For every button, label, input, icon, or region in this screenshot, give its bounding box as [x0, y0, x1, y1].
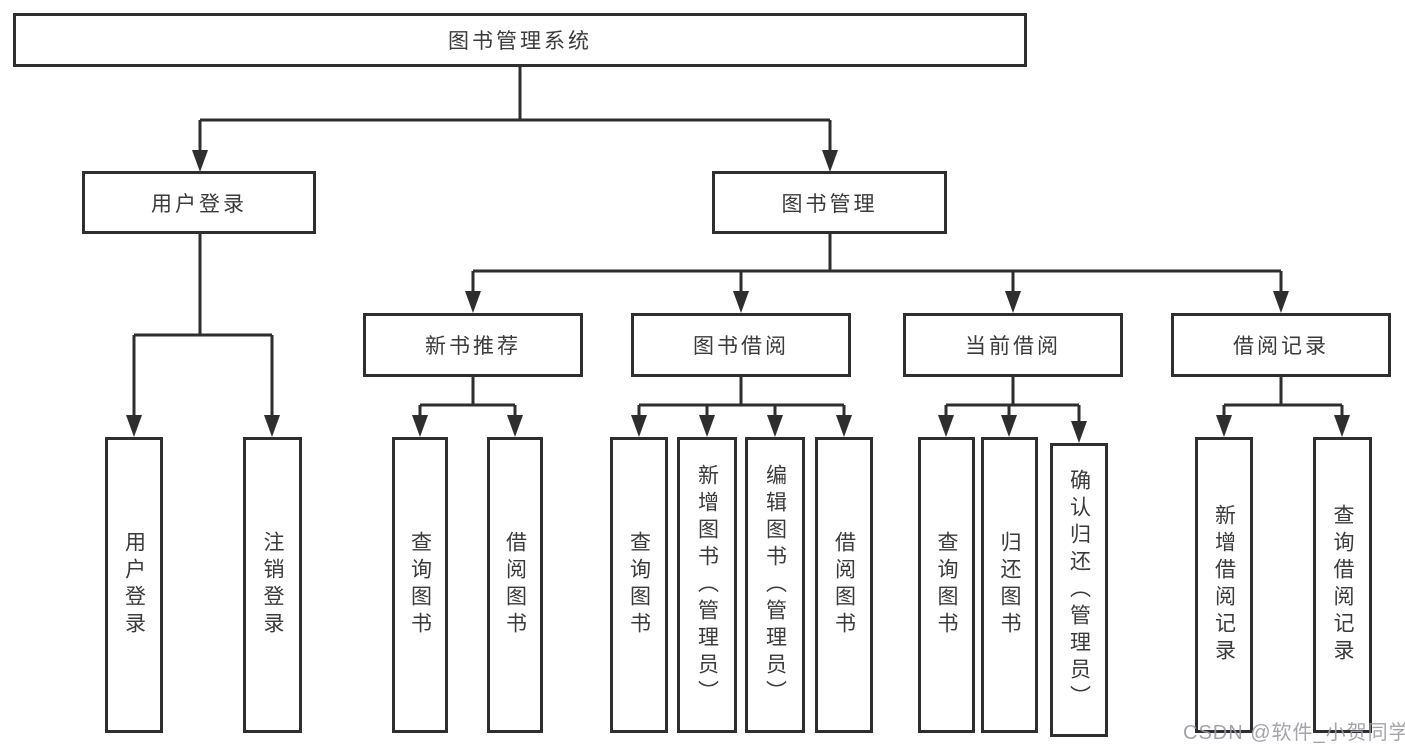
leaf-records-add-record: 新增借阅记录 — [1195, 437, 1253, 733]
leaf-logout-label: 注销登录 — [261, 531, 284, 639]
node-book-borrow-label: 图书借阅 — [693, 335, 789, 358]
leaf-borrow-search-book: 查询图书 — [610, 437, 668, 733]
leaf-current-return-book: 归还图书 — [981, 437, 1038, 733]
leaf-borrow-edit-book: 编辑图书（管理员） — [745, 437, 805, 733]
leaf-borrow-search-book-label: 查询图书 — [627, 531, 651, 639]
leaf-borrow-borrow-book: 借阅图书 — [815, 437, 873, 733]
leaf-records-search-record: 查询借阅记录 — [1313, 437, 1372, 733]
csdn-watermark: CSDN @软件_小贺同学 — [1183, 722, 1405, 744]
leaf-newrec-search-book-label: 查询图书 — [408, 531, 432, 639]
leaf-newrec-search-book: 查询图书 — [392, 437, 448, 733]
node-root-label: 图书管理系统 — [448, 30, 592, 53]
leaf-user-login: 用户登录 — [105, 437, 163, 733]
leaf-current-search-book-label: 查询图书 — [935, 531, 958, 639]
leaf-current-return-book-label: 归还图书 — [998, 531, 1021, 639]
leaf-borrow-edit-book-label: 编辑图书（管理员） — [763, 463, 787, 707]
node-new-book-recommend-label: 新书推荐 — [425, 335, 521, 358]
node-new-book-recommend: 新书推荐 — [363, 313, 583, 377]
leaf-current-search-book: 查询图书 — [918, 437, 975, 733]
leaf-borrow-borrow-book-label: 借阅图书 — [832, 531, 856, 639]
node-current-borrow: 当前借阅 — [903, 313, 1123, 377]
leaf-records-search-record-label: 查询借阅记录 — [1331, 504, 1354, 666]
node-borrow-records: 借阅记录 — [1171, 313, 1391, 377]
leaf-borrow-add-book-label: 新增图书（管理员） — [695, 463, 719, 707]
leaf-records-add-record-label: 新增借阅记录 — [1212, 504, 1236, 666]
node-root: 图书管理系统 — [13, 13, 1027, 67]
node-book-borrow: 图书借阅 — [631, 313, 851, 377]
leaf-current-confirm-return: 确认归还（管理员） — [1050, 443, 1108, 737]
node-user-login: 用户登录 — [82, 171, 316, 234]
leaf-logout: 注销登录 — [243, 437, 302, 733]
node-book-management-label: 图书管理 — [781, 192, 878, 216]
node-borrow-records-label: 借阅记录 — [1233, 335, 1329, 358]
node-current-borrow-label: 当前借阅 — [965, 335, 1061, 358]
leaf-newrec-borrow-book-label: 借阅图书 — [503, 531, 527, 639]
node-book-management: 图书管理 — [712, 171, 947, 234]
leaf-user-login-label: 用户登录 — [122, 531, 146, 639]
leaf-borrow-add-book: 新增图书（管理员） — [677, 437, 737, 733]
node-user-login-label: 用户登录 — [151, 192, 247, 216]
leaf-current-confirm-return-label: 确认归还（管理员） — [1067, 468, 1091, 712]
leaf-newrec-borrow-book: 借阅图书 — [487, 437, 543, 733]
